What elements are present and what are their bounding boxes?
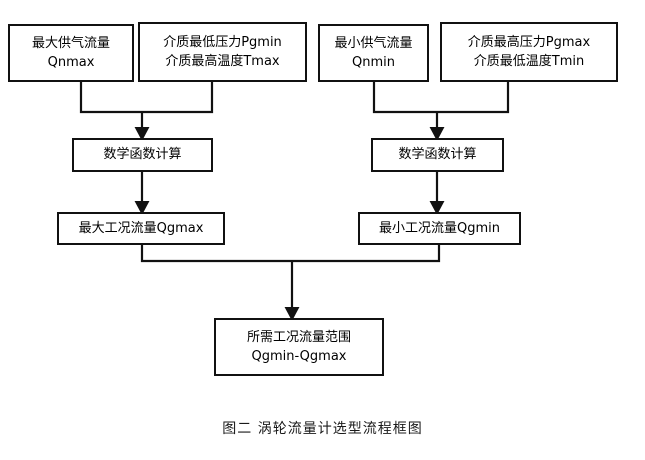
node-math-function-calculation-right-label: 数学函数计算 bbox=[398, 147, 477, 163]
edge-right-merge-bar bbox=[372, 82, 510, 114]
node-min-temperature-line: 介质最低温度Tmin bbox=[473, 54, 585, 69]
node-max-supply-flow: 最大供气流量 Qnmax bbox=[8, 24, 134, 82]
node-min-pressure-line: 介质最低压力Pgmin bbox=[163, 34, 282, 50]
node-max-supply-flow-line2: Qnmax bbox=[47, 55, 95, 70]
node-required-flow-range-line1: 所需工况流量范围 bbox=[246, 329, 351, 345]
node-max-working-condition-flow: 最大工况流量Qgmax bbox=[57, 212, 225, 245]
figure-caption: 图二 涡轮流量计选型流程框图 bbox=[222, 421, 423, 437]
node-min-working-condition-flow-label: 最小工况流量Qgmin bbox=[379, 220, 500, 236]
node-max-working-condition-flow-label: 最大工况流量Qgmax bbox=[78, 220, 204, 236]
node-min-supply-flow: 最小供气流量 Qnmin bbox=[318, 24, 429, 82]
edge-left-merge-bar bbox=[79, 82, 214, 114]
node-min-supply-flow-line1: 最小供气流量 bbox=[334, 35, 413, 51]
node-required-flow-range-line2: Qgmin-Qgmax bbox=[251, 349, 347, 364]
node-max-pressure-min-temperature: 介质最高压力Pgmax 介质最低温度Tmin bbox=[440, 22, 618, 82]
node-max-temperature-line: 介质最高温度Tmax bbox=[165, 54, 280, 69]
node-max-supply-flow-line1: 最大供气流量 bbox=[31, 35, 110, 51]
node-math-function-calculation-left-label: 数学函数计算 bbox=[103, 147, 182, 163]
node-min-pressure-max-temperature: 介质最低压力Pgmin 介质最高温度Tmax bbox=[138, 22, 307, 82]
node-math-function-calculation-right: 数学函数计算 bbox=[371, 138, 504, 172]
node-min-working-condition-flow: 最小工况流量Qgmin bbox=[358, 212, 521, 245]
node-required-flow-range: 所需工况流量范围 Qgmin-Qgmax bbox=[214, 318, 384, 376]
node-min-supply-flow-line2: Qnmin bbox=[352, 55, 395, 70]
edge-bottom-merge-bar bbox=[140, 245, 441, 263]
node-math-function-calculation-left: 数学函数计算 bbox=[72, 138, 213, 172]
node-max-pressure-line: 介质最高压力Pgmax bbox=[467, 34, 591, 50]
